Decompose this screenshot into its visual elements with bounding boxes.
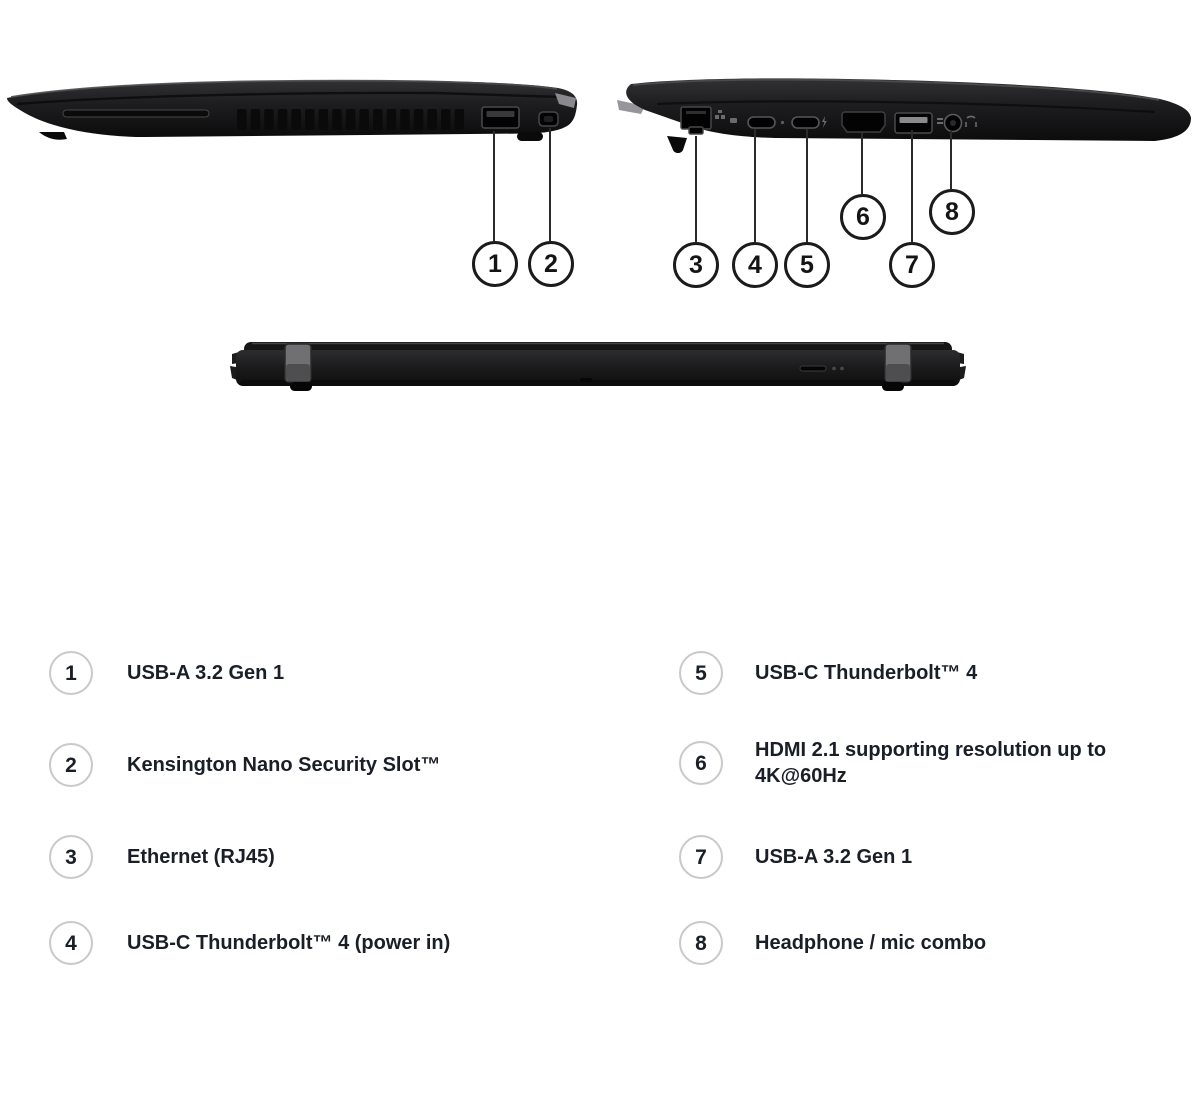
legend-item-6: 6 HDMI 2.1 supporting resolution up to 4… [679, 737, 1175, 789]
callout-1: 1 [472, 241, 518, 287]
hdmi-port-6 [841, 111, 886, 133]
callout-4-number: 4 [748, 250, 762, 279]
callout-8: 8 [929, 189, 975, 235]
legend-item-4: 4 USB-C Thunderbolt™ 4 (power in) [49, 921, 450, 965]
usb-c-port-5 [791, 116, 820, 129]
hinge-end-accent [617, 100, 645, 114]
kensington-slot [538, 111, 559, 127]
hinge-left [284, 343, 312, 391]
usb-a-port-7 [894, 112, 933, 134]
legend-label-5: USB-C Thunderbolt™ 4 [755, 662, 978, 684]
ethernet-port-3 [680, 106, 712, 135]
legend-label-4: USB-C Thunderbolt™ 4 (power in) [127, 932, 451, 954]
lid-edge-highlight [632, 78, 1160, 101]
callout-8-number: 8 [945, 197, 959, 226]
lid-base-seam [656, 100, 1156, 114]
callout-3: 3 [673, 242, 719, 288]
legend-item-5: 5 USB-C Thunderbolt™ 4 [679, 651, 977, 695]
leader-line-8 [950, 131, 952, 189]
usb-c-port-4 [747, 116, 776, 129]
legend-circle-1: 1 [49, 651, 93, 695]
callout-2-number: 2 [544, 249, 558, 278]
sim-tray [799, 365, 844, 372]
callout-7: 7 [889, 242, 935, 288]
legend-circle-3: 3 [49, 835, 93, 879]
usb-ss-icon [937, 118, 943, 124]
legend-label-2: Kensington Nano Security Slot™ [127, 754, 441, 776]
legend-circle-8: 8 [679, 921, 723, 965]
rubber-foot [667, 136, 687, 153]
legend-circle-6: 6 [679, 741, 723, 785]
rear-chassis [236, 350, 960, 386]
legend-circle-4: 4 [49, 921, 93, 965]
thunderbolt-icon [822, 116, 827, 128]
legend-label-3: Ethernet (RJ45) [127, 846, 275, 868]
emergency-reset-hole [780, 120, 785, 125]
legend-item-1: 1 USB-A 3.2 Gen 1 [49, 651, 284, 695]
callout-7-number: 7 [905, 250, 919, 279]
callout-5-number: 5 [800, 250, 814, 279]
legend-circle-7: 7 [679, 835, 723, 879]
lid-edge-highlight [10, 79, 558, 98]
cooling-vents [237, 109, 465, 130]
leader-line-2 [549, 128, 551, 241]
hinge-right [882, 343, 912, 391]
callout-4: 4 [732, 242, 778, 288]
callout-5: 5 [784, 242, 830, 288]
legend-circle-5: 5 [679, 651, 723, 695]
legend-number-7: 7 [695, 845, 707, 869]
left-side-view-illustration [7, 79, 578, 141]
callout-2: 2 [528, 241, 574, 287]
legend-item-8: 8 Headphone / mic combo [679, 921, 986, 965]
legend-number-5: 5 [695, 661, 707, 685]
network-icon [715, 110, 725, 119]
legend-label-6: HDMI 2.1 supporting resolution up to 4K@… [755, 739, 1107, 787]
battery-icon [730, 118, 737, 123]
legend-label-1: USB-A 3.2 Gen 1 [127, 662, 285, 684]
audio-jack-8 [943, 113, 963, 133]
right-side-view-illustration [617, 78, 1191, 153]
legend-number-8: 8 [695, 931, 707, 955]
legend-number-6: 6 [695, 751, 707, 775]
legend-label-8: Headphone / mic combo [755, 932, 987, 954]
lid-base-seam [16, 91, 562, 106]
hinge-end-accent [555, 93, 576, 108]
legend-number-4: 4 [65, 931, 77, 955]
callout-1-number: 1 [488, 249, 502, 278]
usb-a-port-1 [481, 106, 520, 129]
rear-view-illustration [230, 342, 966, 391]
legend-number-2: 2 [65, 753, 77, 777]
bottom-shadow [240, 380, 956, 386]
legend-item-3: 3 Ethernet (RJ45) [49, 835, 275, 879]
legend-number-1: 1 [65, 661, 77, 685]
leader-line-6 [861, 133, 863, 194]
leader-line-1 [493, 131, 495, 241]
chassis-notch [580, 378, 592, 382]
callout-6: 6 [840, 194, 886, 240]
leader-line-7 [911, 130, 913, 242]
rubber-foot [39, 132, 67, 140]
leader-line-3 [695, 136, 697, 242]
legend-circle-2: 2 [49, 743, 93, 787]
legend-item-7: 7 USB-A 3.2 Gen 1 [679, 835, 912, 879]
rubber-foot [517, 132, 543, 141]
callout-6-number: 6 [856, 202, 870, 231]
legend-item-2: 2 Kensington Nano Security Slot™ [49, 743, 440, 787]
headset-icon [965, 115, 977, 127]
callout-3-number: 3 [689, 250, 703, 279]
leader-line-4 [754, 129, 756, 242]
legend-number-3: 3 [65, 845, 77, 869]
legend-label-7: USB-A 3.2 Gen 1 [755, 846, 913, 868]
side-speaker-slot [62, 109, 210, 118]
leader-line-5 [806, 129, 808, 242]
